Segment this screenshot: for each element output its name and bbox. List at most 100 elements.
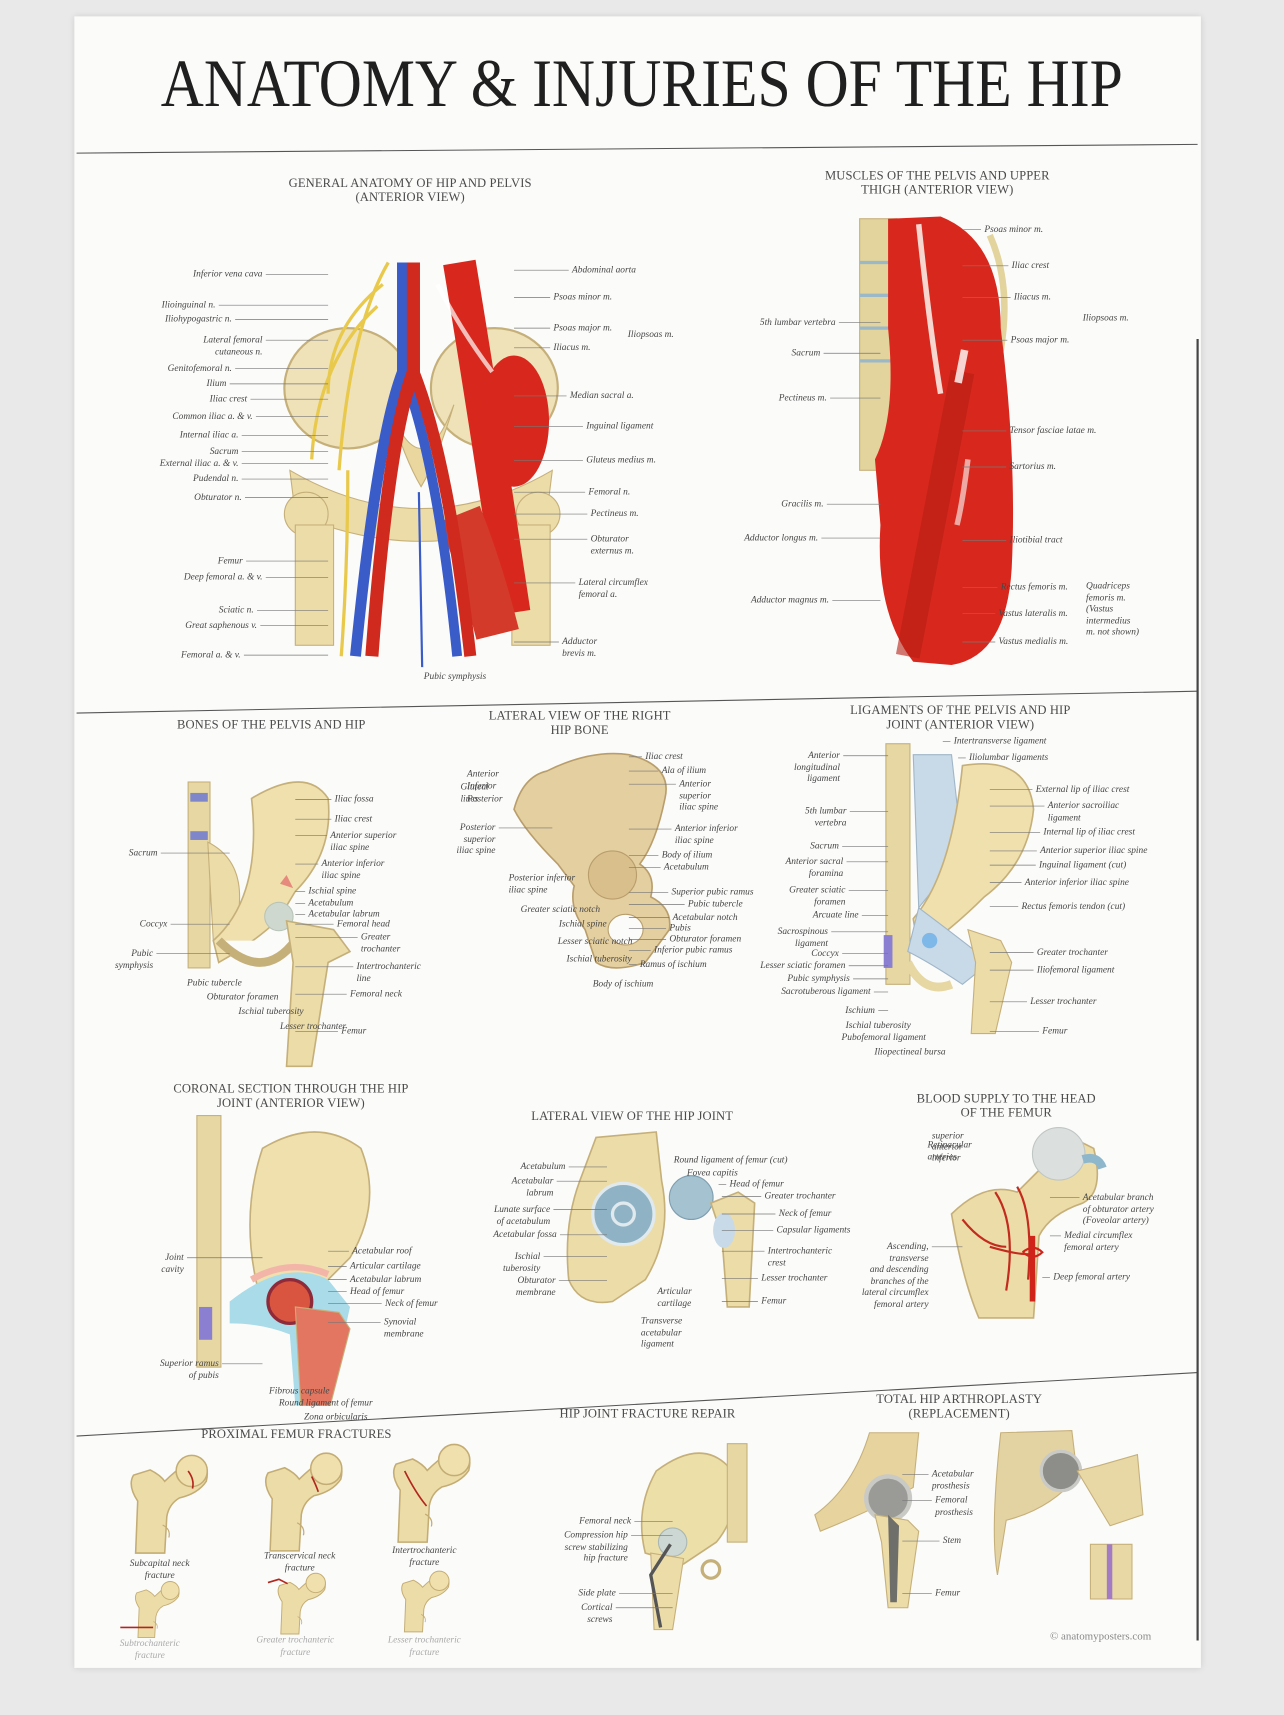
anatomy-label: Abdominal aorta <box>572 263 636 275</box>
anatomy-label: Intertrochanteric line <box>356 960 421 983</box>
divider <box>76 690 1198 714</box>
anatomy-label: Acetabular fossa <box>493 1228 557 1240</box>
anatomy-label: Lesser trochanter <box>1030 995 1097 1007</box>
anatomy-label: Rectus femoris m. <box>1000 580 1068 592</box>
anatomy-label: Transverse acetabular ligament <box>640 1314 683 1349</box>
anatomy-label: Round ligament of femur <box>278 1396 373 1408</box>
anatomy-label: Joint cavity <box>161 1251 184 1274</box>
anatomy-label: Lesser trochanteric fracture <box>387 1633 461 1657</box>
anatomy-label: Deep femoral artery <box>1053 1270 1130 1282</box>
anatomy-label: Head of femur <box>729 1177 784 1189</box>
anatomy-label: Great saphenous v. <box>185 619 258 630</box>
anatomy-label: Lesser sciatic foramen <box>760 959 846 971</box>
anatomy-label: Coccyx <box>139 917 168 929</box>
lateral-hip-bone-illustration <box>513 752 671 969</box>
anatomy-label: Common iliac a. & v. <box>172 410 253 422</box>
anatomy-label: Cortical screws <box>581 1601 613 1624</box>
divider <box>76 1372 1198 1437</box>
anatomy-label: Retinacular arteries <box>927 1138 972 1161</box>
anatomy-label: 5th lumbar vertebra <box>759 316 836 328</box>
anatomy-label: Inguinal ligament <box>586 419 654 431</box>
anatomy-label: Anterior inferior iliac spine <box>321 857 385 880</box>
anatomy-label: Ala of ilium <box>661 764 707 776</box>
anatomy-label: Greater sciatic notch <box>520 903 601 915</box>
anatomy-label: Ramus of ischium <box>639 958 707 970</box>
anatomy-label: Psoas minor m. <box>553 290 613 302</box>
anatomy-label: Psoas major m. <box>553 321 613 333</box>
anatomy-label: Ischial spine <box>558 917 607 929</box>
anatomy-label: Ascending, transverse and descending bra… <box>861 1240 929 1309</box>
anatomy-label: Vastus medialis m. <box>998 635 1069 647</box>
anatomy-label: Ischial tuberosity <box>566 952 632 964</box>
anatomy-label: Sacrum <box>128 846 158 858</box>
anatomy-label: Acetabular branch of obturator artery (F… <box>1082 1191 1154 1225</box>
anatomy-label: Sacrum <box>209 445 239 457</box>
anatomy-label: Lesser sciatic notch <box>557 935 633 947</box>
anatomy-label: Genitofemoral n. <box>167 362 232 373</box>
subtrochanteric-femur <box>134 1580 180 1639</box>
anatomy-label: Pubic symphysis <box>423 670 487 682</box>
anatomy-label: Transcervical neck fracture <box>264 1549 336 1573</box>
subcapital-femur <box>130 1454 209 1554</box>
anatomy-label: Greater trochanter <box>1036 946 1108 957</box>
anatomy-label: Posterior <box>467 792 503 804</box>
fracture-line <box>310 1476 320 1493</box>
blood-supply-illustration <box>950 1127 1107 1319</box>
anatomy-label: Obturator externus m. <box>590 532 634 556</box>
anatomy-label: Iliac crest <box>1011 259 1050 271</box>
anatomy-label: Gluteus medius m. <box>586 453 656 465</box>
anatomy-label: Posterior superior iliac spine <box>456 821 496 856</box>
fracture-line <box>403 1470 428 1507</box>
anatomy-label: Femoral n. <box>588 485 631 497</box>
anatomy-label: Ischial tuberosity <box>845 1019 911 1031</box>
anatomy-label: Obturator foramen <box>206 990 279 1002</box>
anatomy-label: Compression hip screw stabilizing hip fr… <box>564 1528 628 1563</box>
anatomy-label: Greater trochanter <box>764 1189 836 1201</box>
copyright: © anatomyposters.com <box>1049 1630 1152 1643</box>
anatomy-label: Acetabulum <box>520 1160 566 1172</box>
anatomy-label: Acetabulum <box>308 896 354 908</box>
anatomy-label: Subtrochanteric fracture <box>119 1637 180 1660</box>
anatomy-label: Lunate surface of acetabulum <box>493 1203 551 1226</box>
panel-title-bones: BONES OF THE PELVIS AND HIP <box>176 718 366 732</box>
anatomy-label: Median sacral a. <box>569 389 634 401</box>
anatomy-label: Obturator n. <box>194 491 242 503</box>
anatomy-label: Pubic symphysis <box>114 947 154 970</box>
anatomy-label: Iliotibial tract <box>1009 533 1063 545</box>
anatomy-label: Stem <box>942 1534 962 1546</box>
anatomy-label: Medial circumflex femoral artery <box>1064 1229 1133 1252</box>
anatomy-label: Iliofemoral ligament <box>1036 963 1115 975</box>
anatomy-label: Sacrospinous ligament <box>777 925 828 948</box>
anatomy-label: Pudendal n. <box>193 472 239 484</box>
anatomy-label: Subcapital neck fracture <box>129 1557 190 1580</box>
anatomy-label: Femoral neck <box>349 987 402 999</box>
anatomy-label: Ilioinguinal n. <box>161 298 216 310</box>
anatomy-label: Acetabular prosthesis <box>931 1467 974 1491</box>
anatomy-label: Inferior pubic ramus <box>654 943 733 955</box>
anatomy-label: Internal lip of iliac crest <box>1043 825 1135 837</box>
panel-title-blood: BLOOD SUPPLY TO THE HEAD OF THE FEMUR <box>916 1092 1096 1120</box>
anatomy-label: Lateral circumflex femoral a. <box>578 576 648 599</box>
anatomy-label: Body of ilium <box>661 848 713 860</box>
anatomy-label: Adductor longus m. <box>744 531 819 543</box>
anatomy-label: External iliac a. & v. <box>159 457 239 469</box>
general-anatomy-illustration <box>283 259 561 668</box>
anatomy-label: Psoas minor m. <box>984 223 1044 235</box>
anatomy-label: Intertrochanteric crest <box>767 1244 833 1268</box>
ligaments-illustration <box>883 743 1035 1035</box>
anatomy-label: Adductor brevis m. <box>562 635 598 658</box>
anatomy-label: Obturator membrane <box>515 1274 556 1297</box>
coronal-section-illustration <box>196 1115 371 1406</box>
anatomy-label: Ischium <box>845 1004 875 1015</box>
anatomy-label: Lesser trochanter <box>761 1271 828 1283</box>
anatomy-label: Acetabular notch <box>672 911 738 922</box>
leader-lines <box>156 229 1080 1609</box>
anatomy-label: Deep femoral a. & v. <box>183 570 263 582</box>
anatomy-label: Inferior vena cava <box>193 267 263 279</box>
panel-title-ligaments: LIGAMENTS OF THE PELVIS AND HIP JOINT (A… <box>850 704 1071 732</box>
anatomy-label: Femur <box>1042 1024 1068 1036</box>
anatomy-label: Femur <box>935 1586 961 1598</box>
anatomy-label: Neck of femur <box>778 1207 832 1219</box>
panel-title-muscles: MUSCLES OF THE PELVIS AND UPPER THIGH (A… <box>825 169 1050 197</box>
